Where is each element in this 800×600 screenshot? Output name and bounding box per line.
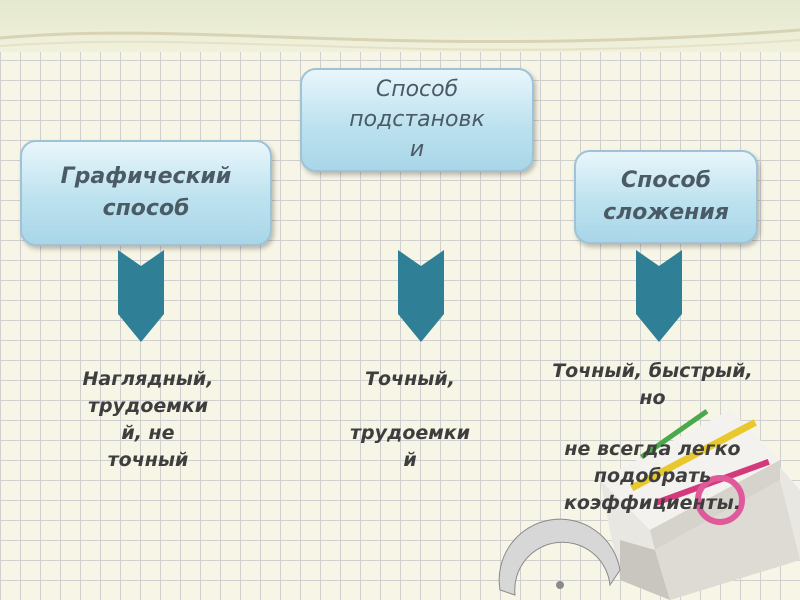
- substitution-method-note: Точный, трудоемки й: [320, 366, 500, 474]
- graphic-method-box: Графический способ: [20, 140, 272, 246]
- top-wave-decoration: [0, 0, 800, 70]
- graphic-method-note: Наглядный, трудоемки й, не точный: [58, 366, 238, 474]
- substitution-method-box: Способ подстановк и: [300, 68, 534, 172]
- down-arrow-icon: [118, 250, 164, 342]
- substitution-method-label: Способ подстановк и: [349, 75, 485, 165]
- down-arrow-icon: [398, 250, 444, 342]
- protractor-icon: [499, 519, 620, 595]
- addition-method-note-second: не всегда легко подобрать коэффициенты.: [525, 436, 780, 517]
- down-arrow-icon: [636, 250, 682, 342]
- addition-method-box: Способ сложения: [574, 150, 758, 244]
- graphic-method-label: Графический способ: [61, 161, 232, 225]
- addition-method-label: Способ сложения: [603, 165, 729, 229]
- addition-method-note-first: Точный, быстрый, но: [520, 358, 785, 412]
